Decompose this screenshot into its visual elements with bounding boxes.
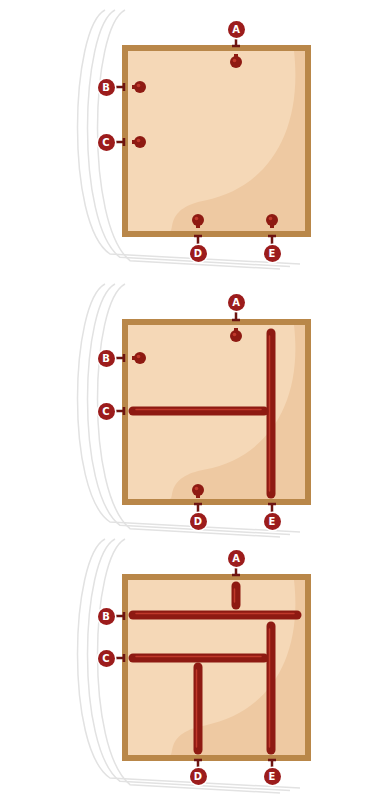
callout-letter: A: [228, 550, 245, 567]
glue-line: [197, 667, 199, 750]
pan-square: [125, 577, 308, 758]
callout-letter: D: [190, 768, 207, 785]
pan-shade: [170, 51, 305, 231]
pan: [125, 577, 308, 758]
pan-square: [125, 48, 308, 234]
callout-letter: D: [190, 513, 207, 530]
callout-letter: A: [228, 294, 245, 311]
glue-line: [133, 410, 264, 412]
callout-letter: C: [98, 650, 115, 667]
glue-line: [270, 626, 272, 750]
glue-drop: [192, 214, 204, 228]
callout-letter: B: [98, 350, 115, 367]
callout-letter: A: [228, 21, 245, 38]
glue-drop: [132, 81, 146, 93]
callout-letter: B: [98, 608, 115, 625]
callout-letter: E: [264, 513, 281, 530]
glue-drop: [230, 54, 242, 68]
glue-drop: [132, 352, 146, 364]
glue-line: [270, 333, 272, 494]
glue-drop: [192, 484, 204, 498]
glue-line: [133, 657, 264, 659]
pan-shade: [170, 580, 305, 755]
glue-drop: [132, 136, 146, 148]
callout-letter: C: [98, 134, 115, 151]
glue-line: [235, 586, 237, 605]
glue-drop: [266, 214, 278, 228]
pan: [125, 48, 308, 234]
glue-line: [133, 614, 297, 616]
callout-letter: B: [98, 79, 115, 96]
glue-drop: [230, 328, 242, 342]
callout-letter: E: [264, 768, 281, 785]
pan: [125, 322, 308, 502]
callout-letter: E: [264, 245, 281, 262]
pan-square: [125, 322, 308, 502]
callout-letter: D: [190, 245, 207, 262]
callout-letter: C: [98, 403, 115, 420]
